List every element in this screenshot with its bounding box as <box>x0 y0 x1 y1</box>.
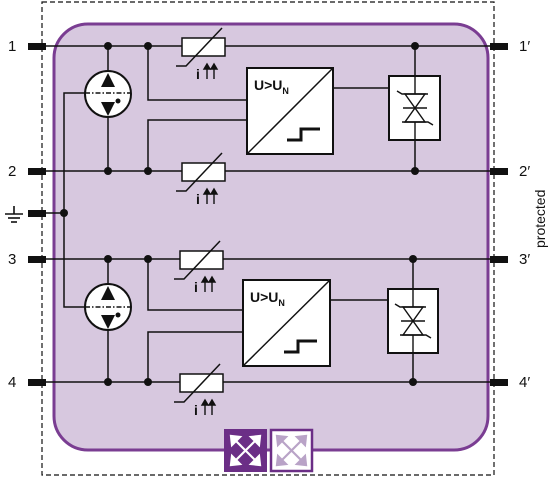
current-label-text-4: i <box>194 402 198 418</box>
varistor-icon <box>174 363 224 403</box>
terminal-stud-2-out[interactable] <box>490 168 508 175</box>
varistor-icon <box>176 27 226 67</box>
terminal-label-3-out: 3′ <box>519 251 530 268</box>
double-arrow-icon <box>202 187 219 204</box>
double-arrow-icon <box>200 398 217 415</box>
terminal-label-3: 3 <box>8 251 16 268</box>
current-label-text-2: i <box>196 191 200 207</box>
comparator-lower: U>UN <box>242 279 331 367</box>
diode-icon <box>388 75 441 141</box>
junction-dots <box>60 42 419 386</box>
current-label-4: i <box>194 398 217 418</box>
comparator-upper: U>UN <box>246 67 334 155</box>
terminal-stud-3[interactable] <box>28 256 46 263</box>
comparator-upper-label: U>UN <box>254 77 289 96</box>
terminal-label-2: 2 <box>8 163 16 180</box>
terminal-stud-ground[interactable] <box>28 210 46 217</box>
badge-icon <box>269 428 314 473</box>
terminal-stud-3-out[interactable] <box>490 256 508 263</box>
terminal-stud-1[interactable] <box>28 43 46 50</box>
terminal-label-2-out: 2′ <box>519 163 530 180</box>
terminal-label-1: 1 <box>8 38 16 55</box>
terminal-stud-1-out[interactable] <box>490 43 508 50</box>
double-arrow-icon <box>202 62 219 79</box>
comparator-icon <box>284 339 317 354</box>
current-label-2: i <box>196 187 219 207</box>
ground-icon <box>5 206 23 223</box>
gas-discharge-tube-icon <box>84 70 132 118</box>
comparator-icon <box>287 127 320 142</box>
varistor-icon <box>174 240 224 280</box>
housing-outline <box>41 1 495 476</box>
terminal-label-4-out: 4′ <box>519 374 530 391</box>
protected-side-label: protected <box>532 190 548 248</box>
terminal-stud-4[interactable] <box>28 379 46 386</box>
gas-discharge-tube-icon <box>84 283 132 331</box>
diode-icon <box>387 288 439 354</box>
current-label-text-3: i <box>194 279 198 295</box>
current-label-3: i <box>194 275 217 295</box>
comparator-lower-label: U>UN <box>250 289 285 308</box>
current-label-1: i <box>196 62 219 82</box>
double-arrow-icon <box>200 275 217 292</box>
terminal-label-1-out: 1′ <box>519 38 530 55</box>
varistor-icon <box>176 152 226 192</box>
terminal-stud-4-out[interactable] <box>490 379 508 386</box>
badge-icon <box>224 429 267 472</box>
terminal-studs <box>28 43 508 386</box>
terminal-stud-2[interactable] <box>28 168 46 175</box>
terminal-label-4: 4 <box>8 374 16 391</box>
current-label-text-1: i <box>196 66 200 82</box>
